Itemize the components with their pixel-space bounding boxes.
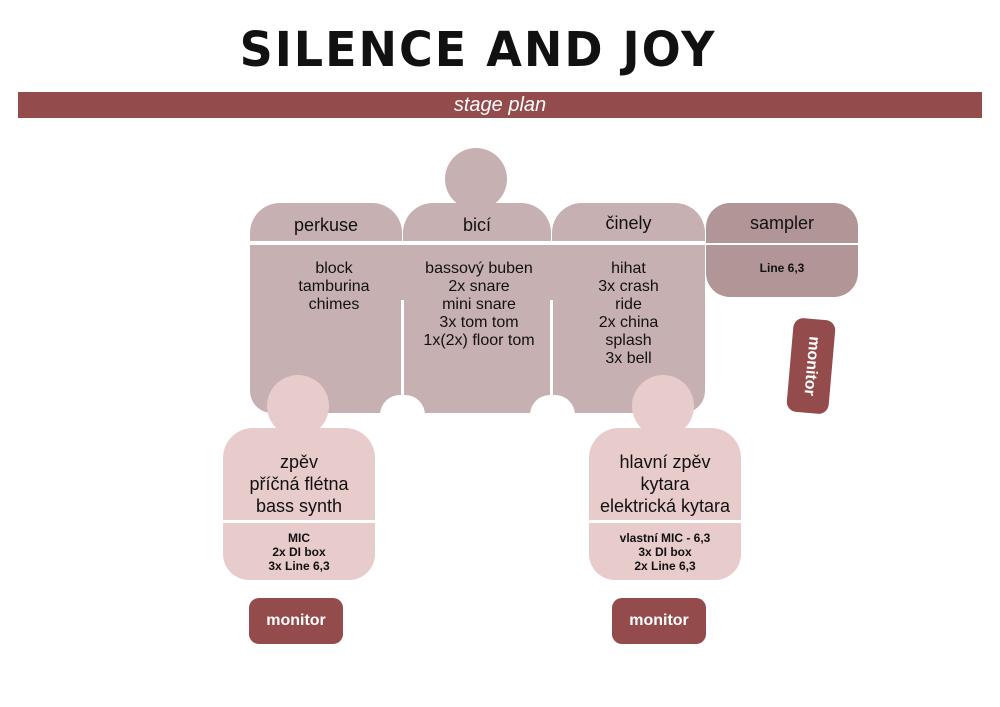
sampler-section: [706, 203, 858, 243]
list-item: 3x tom tom: [439, 314, 519, 331]
monitor-left: monitor: [249, 598, 343, 644]
drum-gap-1: [401, 300, 404, 413]
role: příčná flétna: [249, 474, 349, 494]
input-item: 3x DI box: [638, 545, 692, 559]
sampler-input-panel: [706, 245, 858, 297]
right-player-roles: hlavní zpěv kytara elektrická kytara: [589, 451, 741, 517]
input-item: 3x Line 6,3: [268, 559, 330, 573]
role: hlavní zpěv: [619, 452, 711, 472]
left-player-roles: zpěv příčná flétna bass synth: [223, 451, 375, 517]
role: kytara: [640, 474, 690, 494]
list-item: tamburina: [298, 278, 370, 295]
list-item: mini snare: [442, 296, 516, 313]
list-item: hihat: [611, 260, 646, 277]
bici-section: [403, 203, 551, 243]
input-item: vlastní MIC - 6,3: [619, 531, 711, 545]
right-player-body: [589, 428, 741, 520]
input-item: 2x Line 6,3: [634, 559, 696, 573]
list-item: chimes: [308, 296, 360, 313]
left-player-body: [223, 428, 375, 520]
monitor-right: monitor: [785, 317, 837, 415]
list-item: 3x crash: [598, 278, 659, 295]
sampler-label: sampler: [749, 213, 815, 233]
list-item: splash: [605, 332, 652, 349]
drum-gap-2: [550, 300, 553, 413]
cinely-section: [552, 203, 705, 243]
sampler-input: Line 6,3: [759, 261, 805, 275]
perkuse-label: perkuse: [293, 215, 359, 235]
drum-bottom-notch-2: [530, 395, 575, 415]
drum-divider-line: [250, 241, 705, 245]
list-item: 3x bell: [605, 350, 652, 367]
list-item: 1x(2x) floor tom: [423, 332, 535, 349]
list-item: ride: [615, 296, 642, 313]
role: zpěv: [279, 452, 319, 472]
list-item: 2x china: [598, 314, 659, 331]
list-item: 2x snare: [448, 278, 510, 295]
drummer-head: [445, 148, 507, 210]
drum-bottom-notch-1: [380, 395, 425, 415]
monitor-right-label: monitor: [800, 335, 823, 397]
input-item: MIC: [288, 531, 310, 545]
right-player-inputs-panel: [589, 523, 741, 580]
cinely-label: činely: [605, 213, 652, 233]
list-item: block: [315, 260, 353, 277]
right-player-inputs: vlastní MIC - 6,3 3x DI box 2x Line 6,3: [589, 531, 741, 573]
drum-riser: [250, 245, 705, 413]
left-player-head: [267, 375, 329, 437]
stage-plan-banner: stage plan: [18, 92, 982, 118]
left-player-inputs: MIC 2x DI box 3x Line 6,3: [223, 531, 375, 573]
cinely-list: hihat 3x crash ride 2x china splash 3x b…: [552, 260, 705, 368]
bici-list: bassový buben 2x snare mini snare 3x tom…: [403, 260, 555, 350]
left-player-inputs-panel: [223, 523, 375, 580]
list-item: bassový buben: [425, 260, 533, 277]
input-item: 2x DI box: [272, 545, 326, 559]
role: elektrická kytara: [599, 496, 731, 516]
right-player-head: [632, 375, 694, 437]
perkuse-section: [250, 203, 402, 243]
bici-label: bicí: [462, 215, 491, 235]
perkuse-list: block tamburina chimes: [250, 260, 418, 314]
role: bass synth: [255, 496, 343, 516]
monitor-center: monitor: [612, 598, 706, 644]
band-title: SILENCE AND JOY: [239, 20, 717, 78]
monitor-left-label: monitor: [266, 612, 326, 629]
monitor-center-label: monitor: [629, 612, 689, 629]
